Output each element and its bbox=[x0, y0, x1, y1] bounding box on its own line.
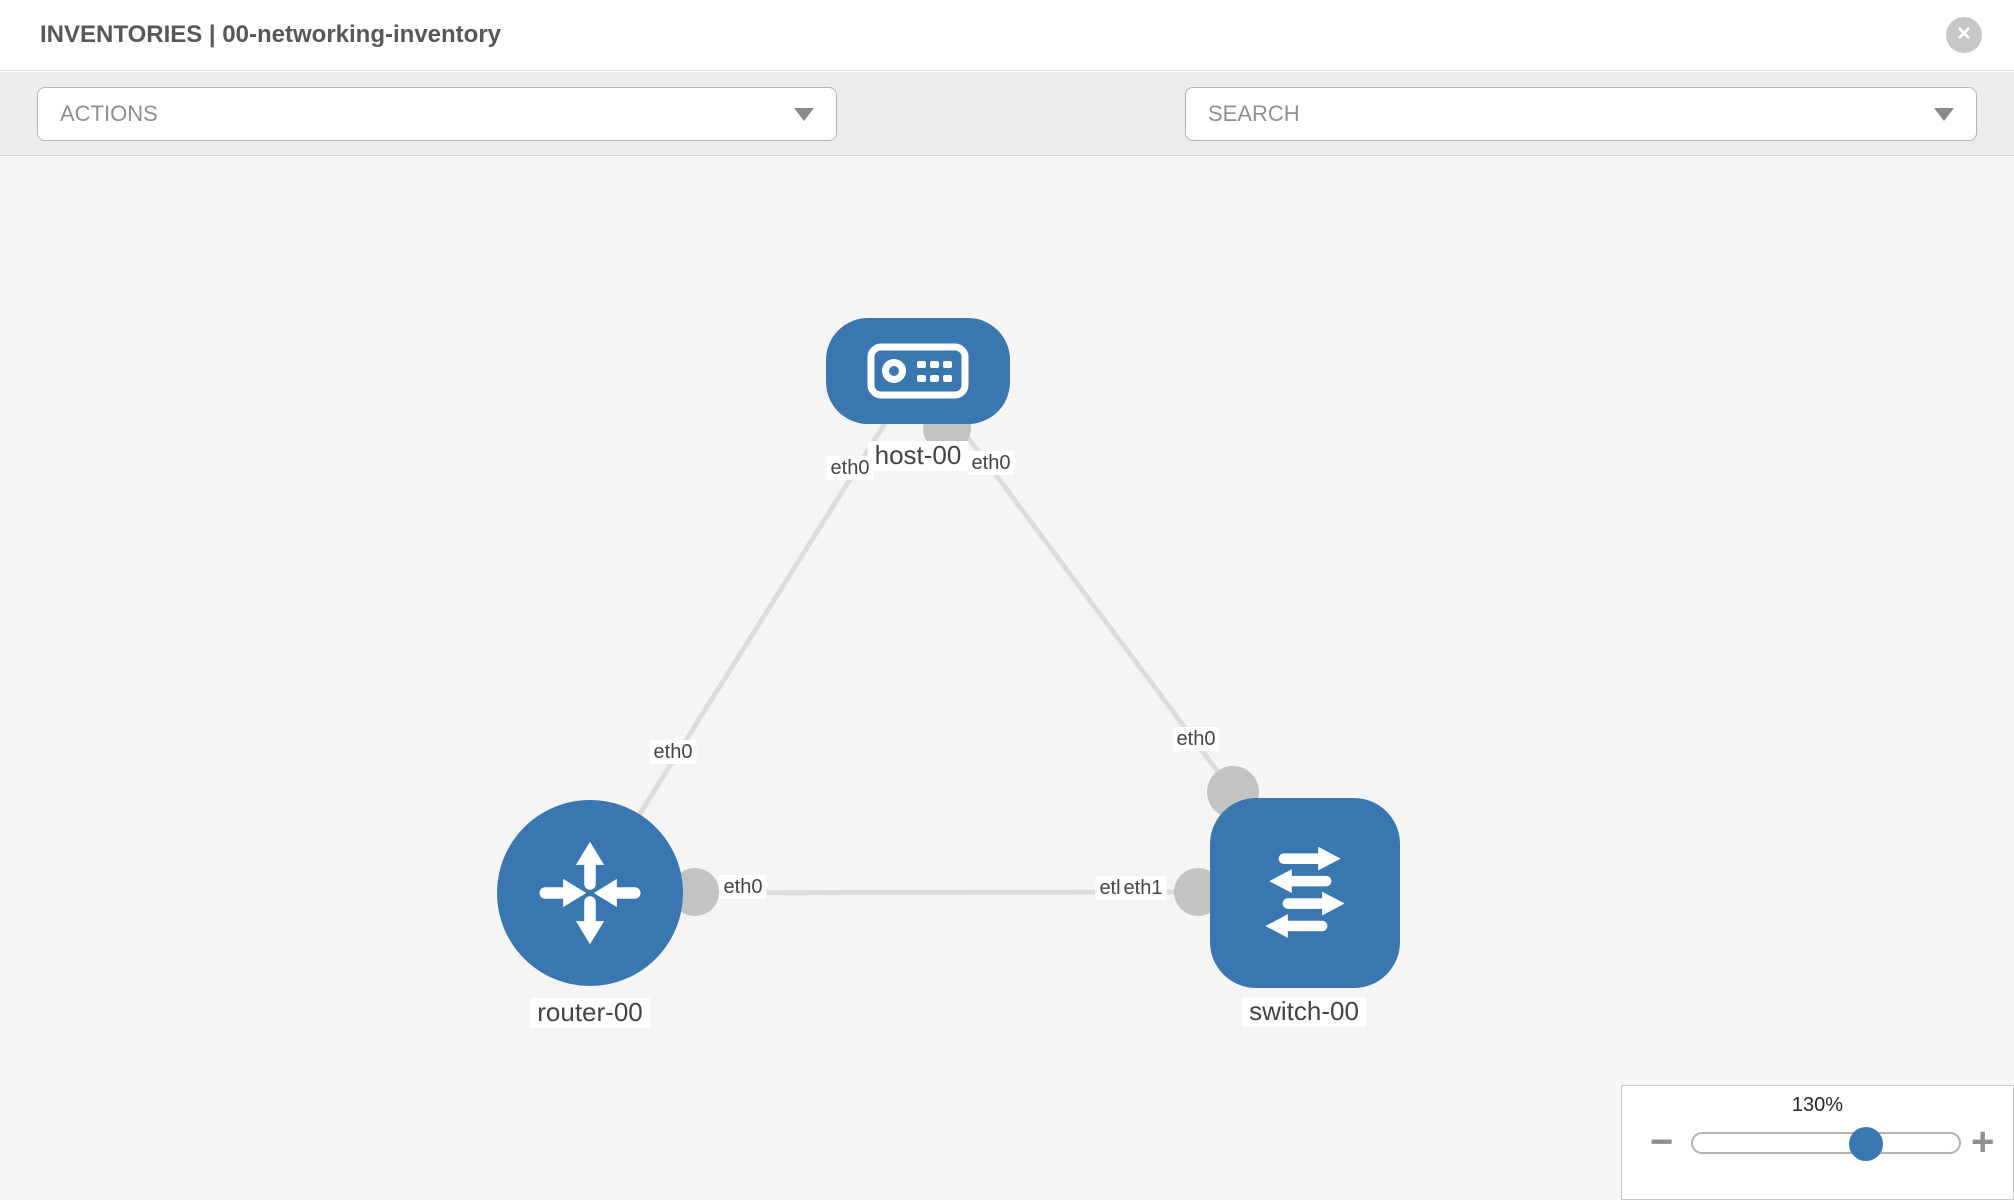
link-layer bbox=[587, 369, 1259, 916]
zoom-percent-value: 130% bbox=[1791, 1094, 1844, 1116]
node-host-00[interactable] bbox=[826, 318, 1010, 424]
zoom-slider-track[interactable] bbox=[1691, 1127, 1961, 1161]
node-label-switch-00: switch-00 bbox=[1242, 996, 1366, 1027]
close-icon[interactable]: ✕ bbox=[1946, 17, 1982, 53]
search-dropdown[interactable]: SEARCH bbox=[1185, 87, 1977, 141]
chevron-down-icon bbox=[794, 108, 814, 121]
page-title: INVENTORIES | 00-networking-inventory bbox=[40, 21, 502, 48]
interface-label: eth0 bbox=[719, 875, 767, 899]
interface-label: eth1 bbox=[1119, 876, 1167, 900]
search-dropdown-label: SEARCH bbox=[1208, 101, 1300, 126]
switch-icon bbox=[1265, 846, 1345, 938]
zoom-out-button[interactable]: − bbox=[1650, 1120, 1674, 1164]
actions-dropdown[interactable]: ACTIONS bbox=[37, 87, 837, 141]
link-host-switch[interactable] bbox=[915, 369, 1236, 794]
interface-label: eth0 bbox=[967, 451, 1015, 475]
zoom-control-panel: 130% − + bbox=[1621, 1085, 2014, 1200]
header: INVENTORIES | 00-networking-inventory ✕ bbox=[0, 0, 2014, 71]
router-icon bbox=[539, 841, 641, 945]
chevron-down-icon bbox=[1934, 108, 1954, 121]
node-label-host-00: host-00 bbox=[867, 440, 969, 471]
interface-label: eth0 bbox=[1172, 727, 1220, 751]
zoom-in-button[interactable]: + bbox=[1971, 1120, 1995, 1164]
actions-dropdown-label: ACTIONS bbox=[60, 101, 158, 126]
zoom-slider-handle[interactable] bbox=[1848, 1127, 1883, 1161]
node-label-router-00: router-00 bbox=[530, 997, 650, 1028]
topology-canvas[interactable]: host-00 router-00 switch-00 eth0 eth0 eth0… bbox=[0, 156, 2014, 1200]
host-icon bbox=[867, 343, 969, 399]
toolbar: ACTIONS SEARCH bbox=[0, 72, 2014, 205]
node-router-00[interactable] bbox=[497, 800, 683, 986]
node-switch-00[interactable] bbox=[1210, 798, 1400, 988]
interface-connector bbox=[671, 868, 719, 916]
interface-label: eth0 bbox=[649, 740, 697, 764]
interface-label: eth0 bbox=[826, 456, 874, 480]
